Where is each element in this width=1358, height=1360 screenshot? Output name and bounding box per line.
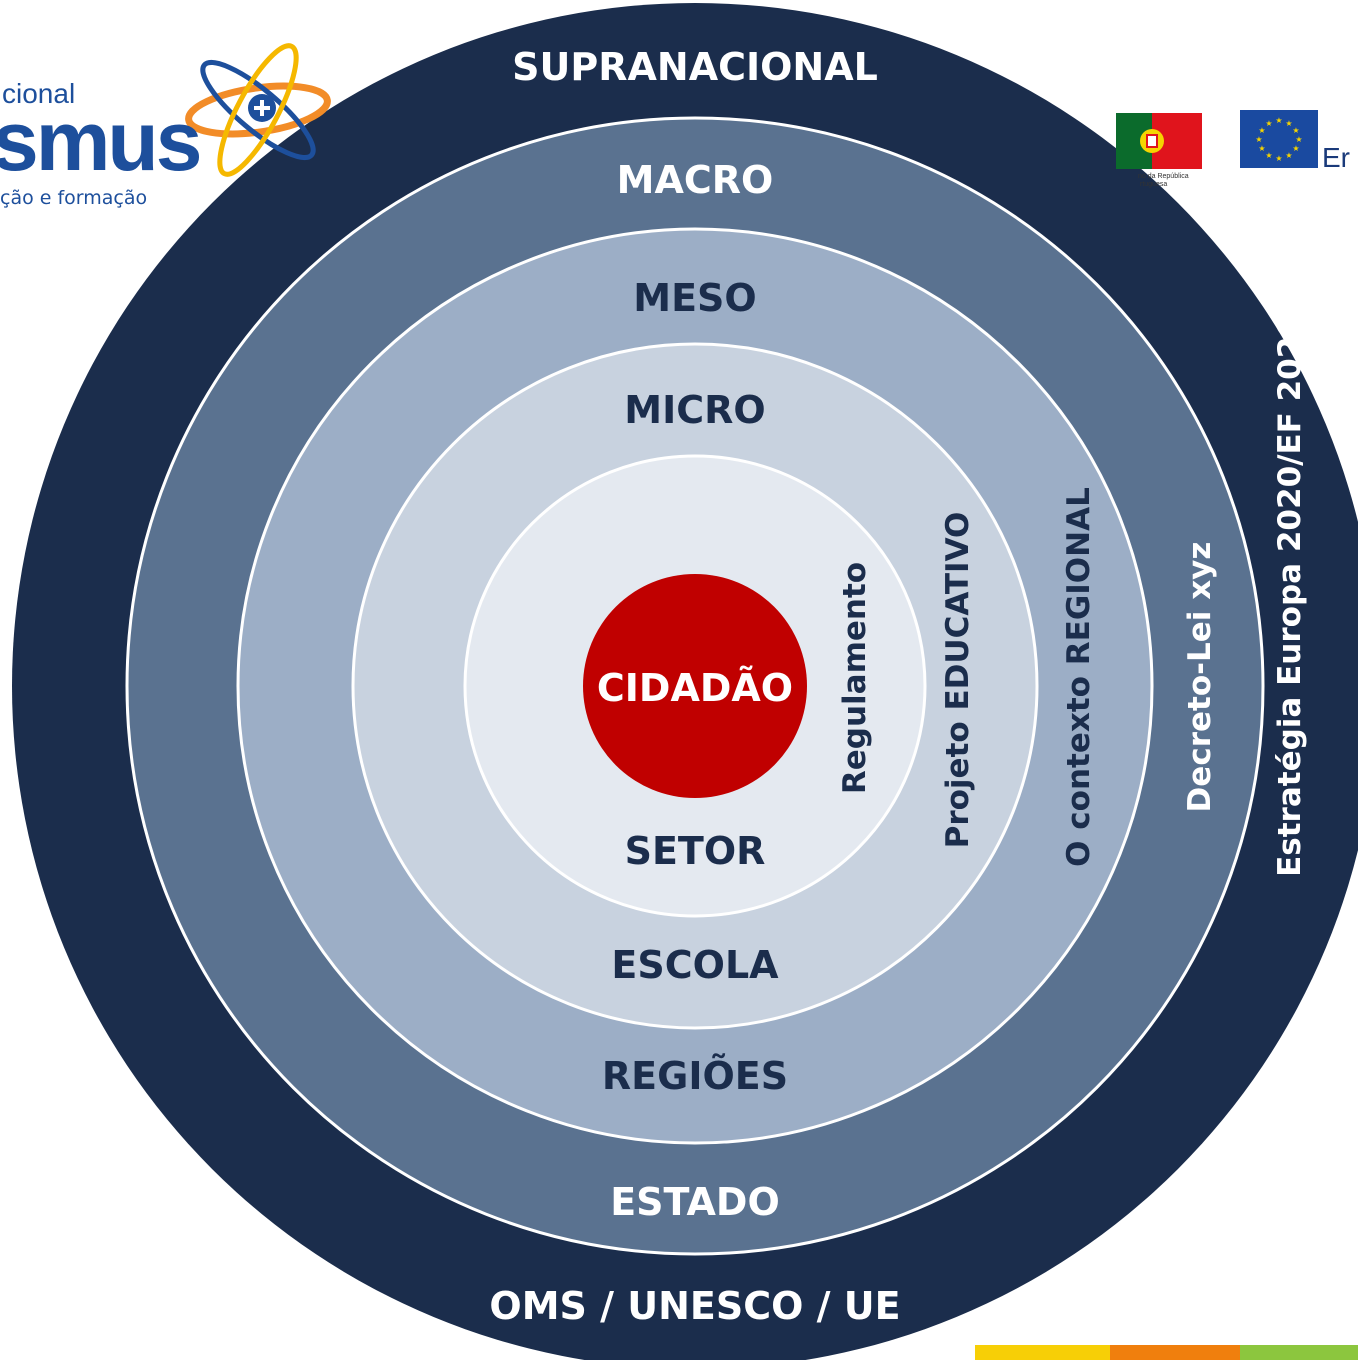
label-contexto-regional: O contexto REGIONAL (1061, 487, 1097, 867)
atom-orbit-icon (185, 82, 331, 138)
eu-flag-icon: ★★★ ★★★ ★★★ ★★★ (1240, 110, 1318, 168)
svg-text:★: ★ (1285, 119, 1292, 128)
label-micro: MICRO (624, 388, 765, 432)
erasmus-logo: cional smus ção e formação (0, 43, 331, 209)
plus-icon (254, 100, 270, 116)
label-escola: ESCOLA (611, 943, 779, 987)
center-circle (583, 574, 807, 798)
label-cidadao: CIDADÃO (597, 666, 793, 710)
svg-text:★: ★ (1258, 144, 1265, 153)
republica-caption: no da República (1138, 173, 1189, 180)
republica-caption: rtuguesa (1140, 181, 1167, 188)
partner-logos: no da República rtuguesa ★★★ ★★★ ★★★ ★★★… (1116, 110, 1350, 188)
svg-text:★: ★ (1295, 135, 1302, 144)
label-meso: MESO (633, 276, 756, 320)
portugal-flag-icon (1116, 113, 1202, 169)
erasmus-logo-main-text: smus (0, 94, 200, 188)
eu-text: Er (1322, 142, 1350, 173)
brand-bar-yellow (975, 1345, 1110, 1360)
brand-bar-green (1240, 1345, 1358, 1360)
label-estrategia-europa: Estratégia Europa 2020/EF 2020 (1272, 315, 1308, 877)
atom-orbit-icon (217, 43, 299, 177)
brand-color-bar (975, 1345, 1358, 1360)
label-macro: MACRO (617, 158, 774, 202)
label-supranacional: SUPRANACIONAL (512, 45, 878, 89)
svg-text:★: ★ (1292, 144, 1299, 153)
atom-orbit-icon (200, 59, 316, 161)
svg-text:★: ★ (1265, 119, 1272, 128)
svg-text:★: ★ (1275, 116, 1282, 125)
label-oms-unesco-ue: OMS / UNESCO / UE (489, 1284, 900, 1328)
svg-text:★: ★ (1258, 126, 1265, 135)
svg-text:★: ★ (1292, 126, 1299, 135)
brand-bar-orange (1110, 1345, 1240, 1360)
label-regulamento: Regulamento (837, 562, 873, 794)
svg-text:★: ★ (1275, 154, 1282, 163)
label-decreto-lei: Decreto-Lei xyz (1182, 542, 1218, 813)
erasmus-logo-tagline: ção e formação (0, 187, 147, 209)
svg-text:★: ★ (1265, 151, 1272, 160)
label-projeto-educativo: Projeto EDUCATIVO (940, 512, 976, 849)
label-regioes: REGIÕES (602, 1054, 788, 1098)
label-estado: ESTADO (610, 1180, 780, 1224)
svg-text:★: ★ (1285, 151, 1292, 160)
svg-text:★: ★ (1255, 135, 1262, 144)
label-setor: SETOR (625, 829, 766, 873)
erasmus-logo-top-text: cional (2, 78, 75, 109)
